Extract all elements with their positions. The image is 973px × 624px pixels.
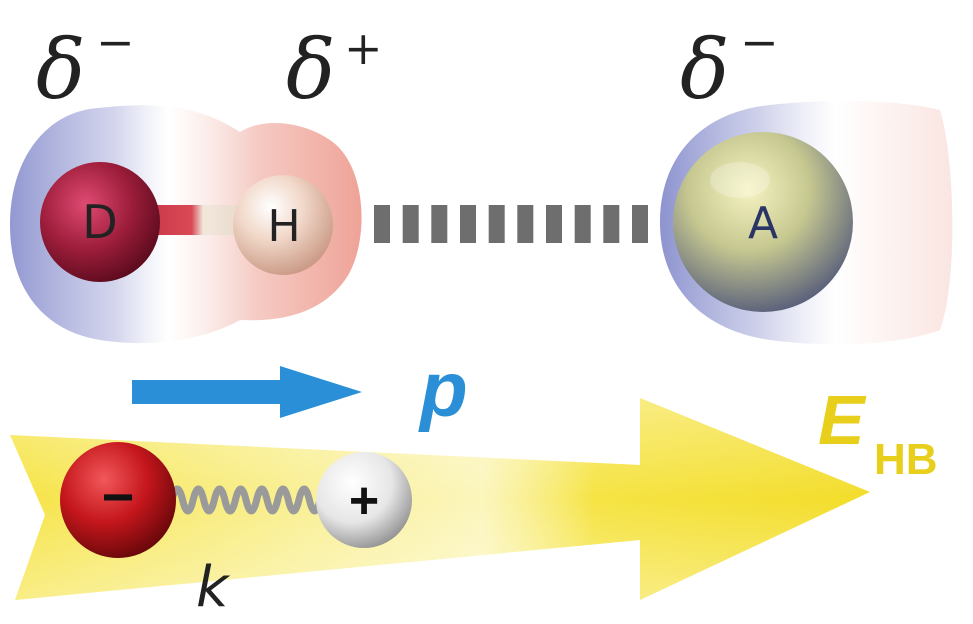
dipole-moment-label: p [418,345,468,433]
acceptor-partial-charge: δ − [680,15,779,118]
donor-atom: D [40,162,160,282]
electric-field-label: E HB [818,381,938,484]
dipole-spring [168,485,324,515]
hydrogen-partial-charge: δ + [286,21,383,118]
hydrogen-bond-dash [546,205,562,243]
acceptor-charge-sign: − [740,15,779,69]
negative-charge-sphere: − [60,442,176,558]
donor-delta: δ [36,23,85,118]
hydrogen-charge-sign: + [344,21,383,75]
hydrogen-atom: H [233,175,333,275]
hydrogen-bond-dash [603,205,620,243]
acceptor-atom-label: A [748,198,778,249]
acceptor-delta: δ [680,23,729,118]
electric-field-arrow [10,398,870,600]
negative-sign: − [102,465,135,528]
donor-atom-label: D [82,195,117,249]
positive-charge-sphere: + [316,452,412,548]
hydrogen-bond-dash [460,205,476,243]
donor-partial-charge: δ − [36,15,135,118]
hydrogen-bond-dash [431,205,448,243]
acceptor-atom: A [673,132,853,312]
hydrogen-bond-dash [374,205,390,243]
hydrogen-bond-dash [632,205,648,243]
hydrogen-bond-dashes [374,205,648,243]
dipole-moment-arrow [132,366,362,418]
hydrogen-bond-dash [402,205,419,243]
hydrogen-bond-dash [488,205,505,243]
hydrogen-delta: δ [286,23,335,118]
field-subscript: HB [874,435,938,484]
field-symbol: E [818,381,867,459]
hydrogen-bond-dash [574,205,591,243]
positive-sign: + [349,472,379,530]
donor-charge-sign: − [96,15,135,69]
hydrogen-atom-label: H [267,201,300,252]
hydrogen-bond-dash [517,205,534,243]
spring-constant-label: k [196,555,231,620]
